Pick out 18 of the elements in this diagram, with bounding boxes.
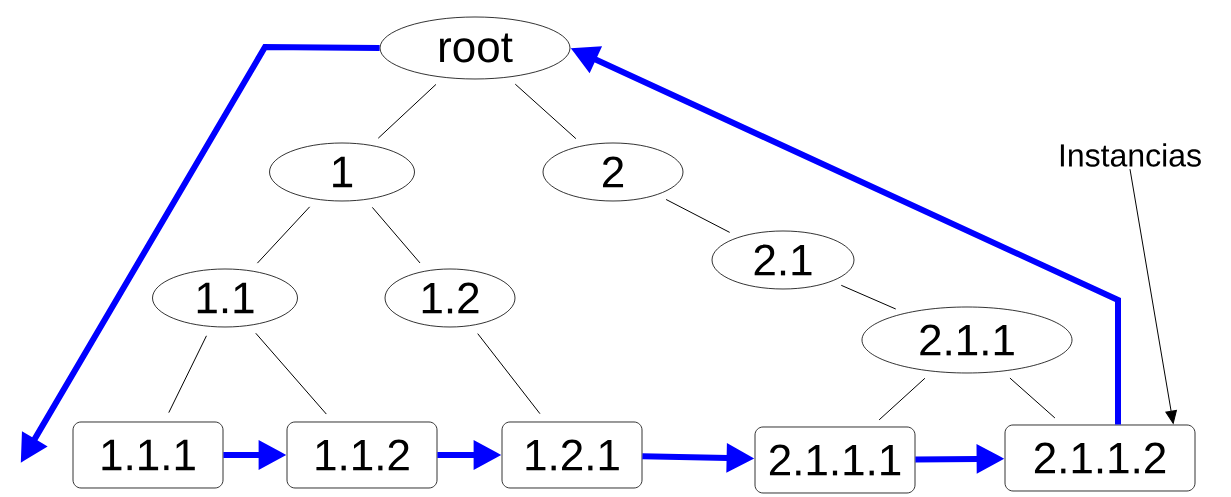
pointer-arrow	[1129, 168, 1177, 424]
tree-line	[255, 332, 327, 415]
tree-line	[168, 335, 207, 414]
instance-box: 1.2.1	[501, 421, 643, 489]
tree-line	[477, 333, 541, 415]
tree-line	[514, 83, 577, 140]
instance-box: 2.1.1.1	[754, 426, 916, 494]
instance-box: 1.1.2	[286, 421, 438, 489]
instance-box: 1.1.1	[72, 421, 224, 489]
tree-line	[377, 83, 437, 139]
tree-line	[371, 206, 421, 264]
tree-line	[665, 198, 731, 233]
annotation-text: Instancias	[1060, 143, 1201, 167]
tree-line	[840, 284, 897, 310]
tree-line	[878, 377, 926, 421]
tree-line	[256, 206, 311, 264]
instance-box: 2.1.1.2	[1004, 424, 1196, 492]
tree-line	[1009, 377, 1056, 419]
